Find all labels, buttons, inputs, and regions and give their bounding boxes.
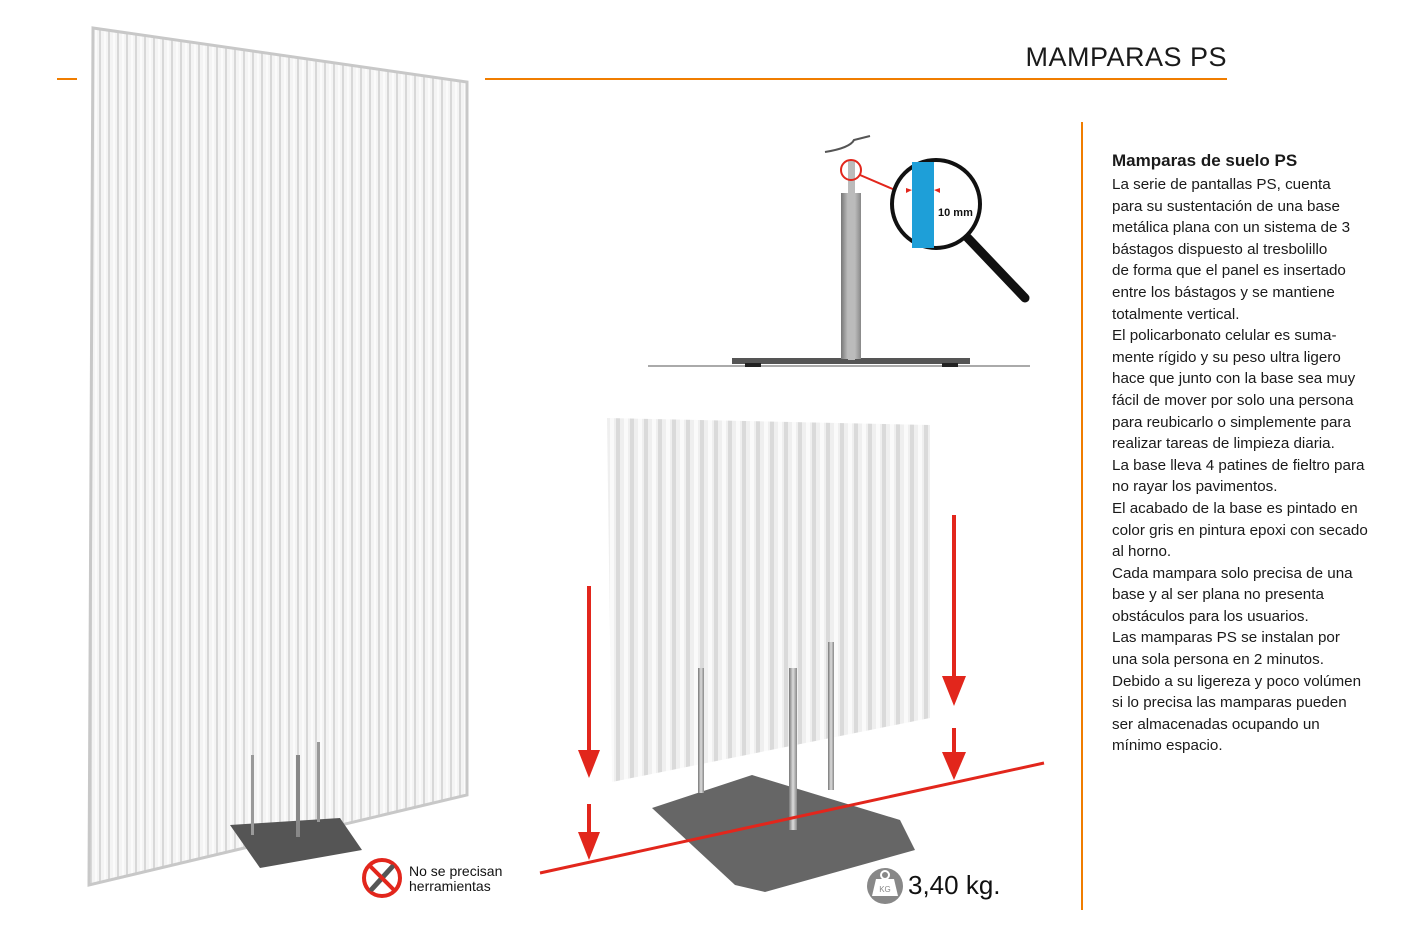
weight-value: 3,40 kg.	[908, 870, 1001, 900]
description-line: metálica plana con un sistema de 3	[1112, 219, 1351, 237]
description-line: para su sustentación de una base	[1112, 197, 1340, 215]
description-line: si lo precisa las mamparas pueden	[1112, 694, 1347, 712]
description-line: ser almacenadas ocupando un	[1112, 715, 1320, 733]
description-line: entre los bástagos y se mantiene	[1112, 283, 1335, 301]
description-line: La base lleva 4 patines de fieltro para	[1112, 456, 1365, 474]
no-tools-line2: herramientas	[409, 878, 491, 894]
description-line: mente rígido y su peso ultra ligero	[1112, 348, 1341, 366]
description-line: no rayar los pavimentos.	[1112, 478, 1278, 496]
description-line: Las mamparas PS se instalan por	[1112, 629, 1340, 647]
description-line: para reubicarlo o simplemente para	[1112, 413, 1351, 431]
description-line: mínimo espacio.	[1112, 737, 1223, 755]
large-panel-illustration	[87, 26, 469, 887]
description-line: fácil de mover por solo una persona	[1112, 391, 1354, 409]
description-line: base y al ser plana no presenta	[1112, 586, 1324, 604]
accent-rule-vertical	[1081, 122, 1083, 910]
description-heading: Mamparas de suelo PS	[1112, 151, 1298, 170]
description-line: El policarbonato celular es suma-	[1112, 327, 1337, 345]
accent-rule-top	[485, 78, 1227, 80]
no-tools-label: No se precisan herramientas	[409, 864, 502, 894]
no-tools-icon	[362, 858, 402, 898]
description-line: obstáculos para los usuarios.	[1112, 607, 1309, 625]
description-line: hace que junto con la base sea muy	[1112, 370, 1356, 388]
weight-icon: KG	[867, 868, 903, 904]
page-title: MAMPARAS PS	[1025, 42, 1227, 72]
description-line: bástagos dispuesto al tresbolillo	[1112, 240, 1328, 258]
description-line: Cada mampara solo precisa de una	[1112, 564, 1353, 582]
accent-rule-left	[57, 78, 77, 80]
assembly-illustration	[539, 418, 1045, 892]
description-line: de forma que el panel es insertado	[1112, 262, 1346, 280]
description-line: totalmente vertical.	[1112, 305, 1240, 323]
description-line: Debido a su ligereza y poco volúmen	[1112, 672, 1362, 690]
svg-text:KG: KG	[879, 885, 891, 894]
no-tools-line1: No se precisan	[409, 863, 503, 879]
description-line: El acabado de la base es pintado en	[1112, 499, 1358, 517]
thickness-label: 10 mm	[938, 207, 973, 219]
description-line: La serie de pantallas PS, cuenta	[1112, 176, 1331, 193]
description-line: una sola persona en 2 minutos.	[1112, 651, 1324, 669]
description-line: color gris en pintura epoxi con secado	[1112, 521, 1368, 539]
base-detail-illustration: 10 mm	[648, 135, 1030, 367]
description-line: al horno.	[1112, 543, 1172, 561]
down-arrow-icon	[578, 515, 966, 860]
description-column: Mamparas de suelo PS La serie de pantall…	[1112, 150, 1368, 757]
description-line: realizar tareas de limpieza diaria.	[1112, 435, 1335, 453]
